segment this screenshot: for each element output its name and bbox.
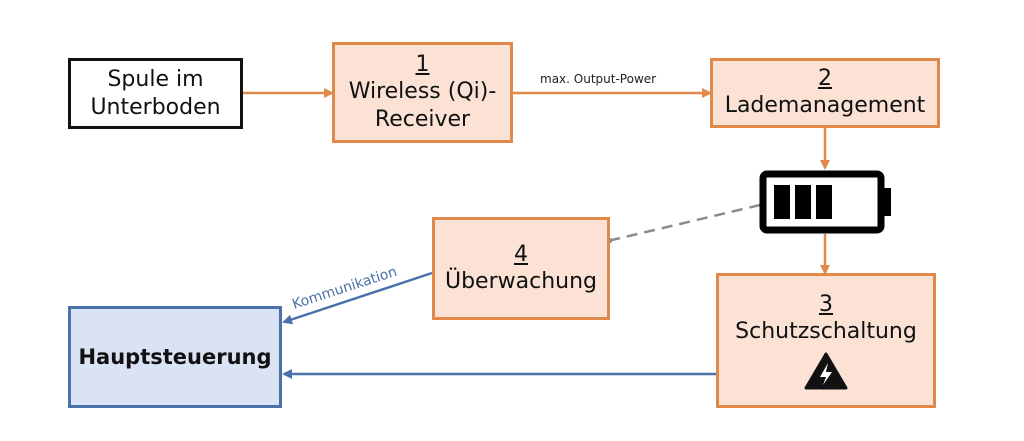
node-ueberwachung-label: Überwachung: [444, 268, 597, 294]
high-voltage-warning-icon: [804, 352, 848, 389]
node-receiver-number: 1: [415, 51, 430, 77]
battery-icon: [759, 170, 891, 234]
node-lademanagement-number: 2: [818, 66, 832, 91]
node-hauptsteuerung: Hauptsteuerung: [68, 306, 282, 408]
node-spule-label-line2: Unterboden: [90, 94, 221, 120]
node-hauptsteuerung-label: Hauptsteuerung: [78, 345, 272, 369]
battery-level-bar: [795, 185, 811, 219]
node-lademanagement: 2 Lademanagement: [710, 58, 940, 128]
battery-level-bar: [816, 185, 832, 219]
edge-label-output-power: max. Output-Power: [540, 72, 656, 86]
node-schutzschaltung-number: 3: [819, 291, 833, 317]
edge-battery-ueberwachung: [612, 203, 761, 240]
node-receiver: 1 Wireless (Qi)- Receiver: [332, 42, 513, 143]
node-ueberwachung-number: 4: [514, 241, 528, 267]
node-receiver-label-line1: Wireless (Qi)-: [348, 78, 497, 104]
node-receiver-label-line2: Receiver: [374, 106, 471, 132]
node-spule: Spule im Unterboden: [68, 58, 243, 129]
node-schutzschaltung: 3 Schutzschaltung: [716, 273, 936, 408]
battery-level-bar: [774, 185, 790, 219]
node-schutzschaltung-label: Schutzschaltung: [735, 318, 917, 344]
edge-ueberwachung-hauptsteuerung: [282, 271, 433, 325]
node-lademanagement-label: Lademanagement: [724, 93, 926, 118]
node-spule-label-line1: Spule im: [107, 66, 204, 92]
node-ueberwachung: 4 Überwachung: [432, 217, 610, 320]
